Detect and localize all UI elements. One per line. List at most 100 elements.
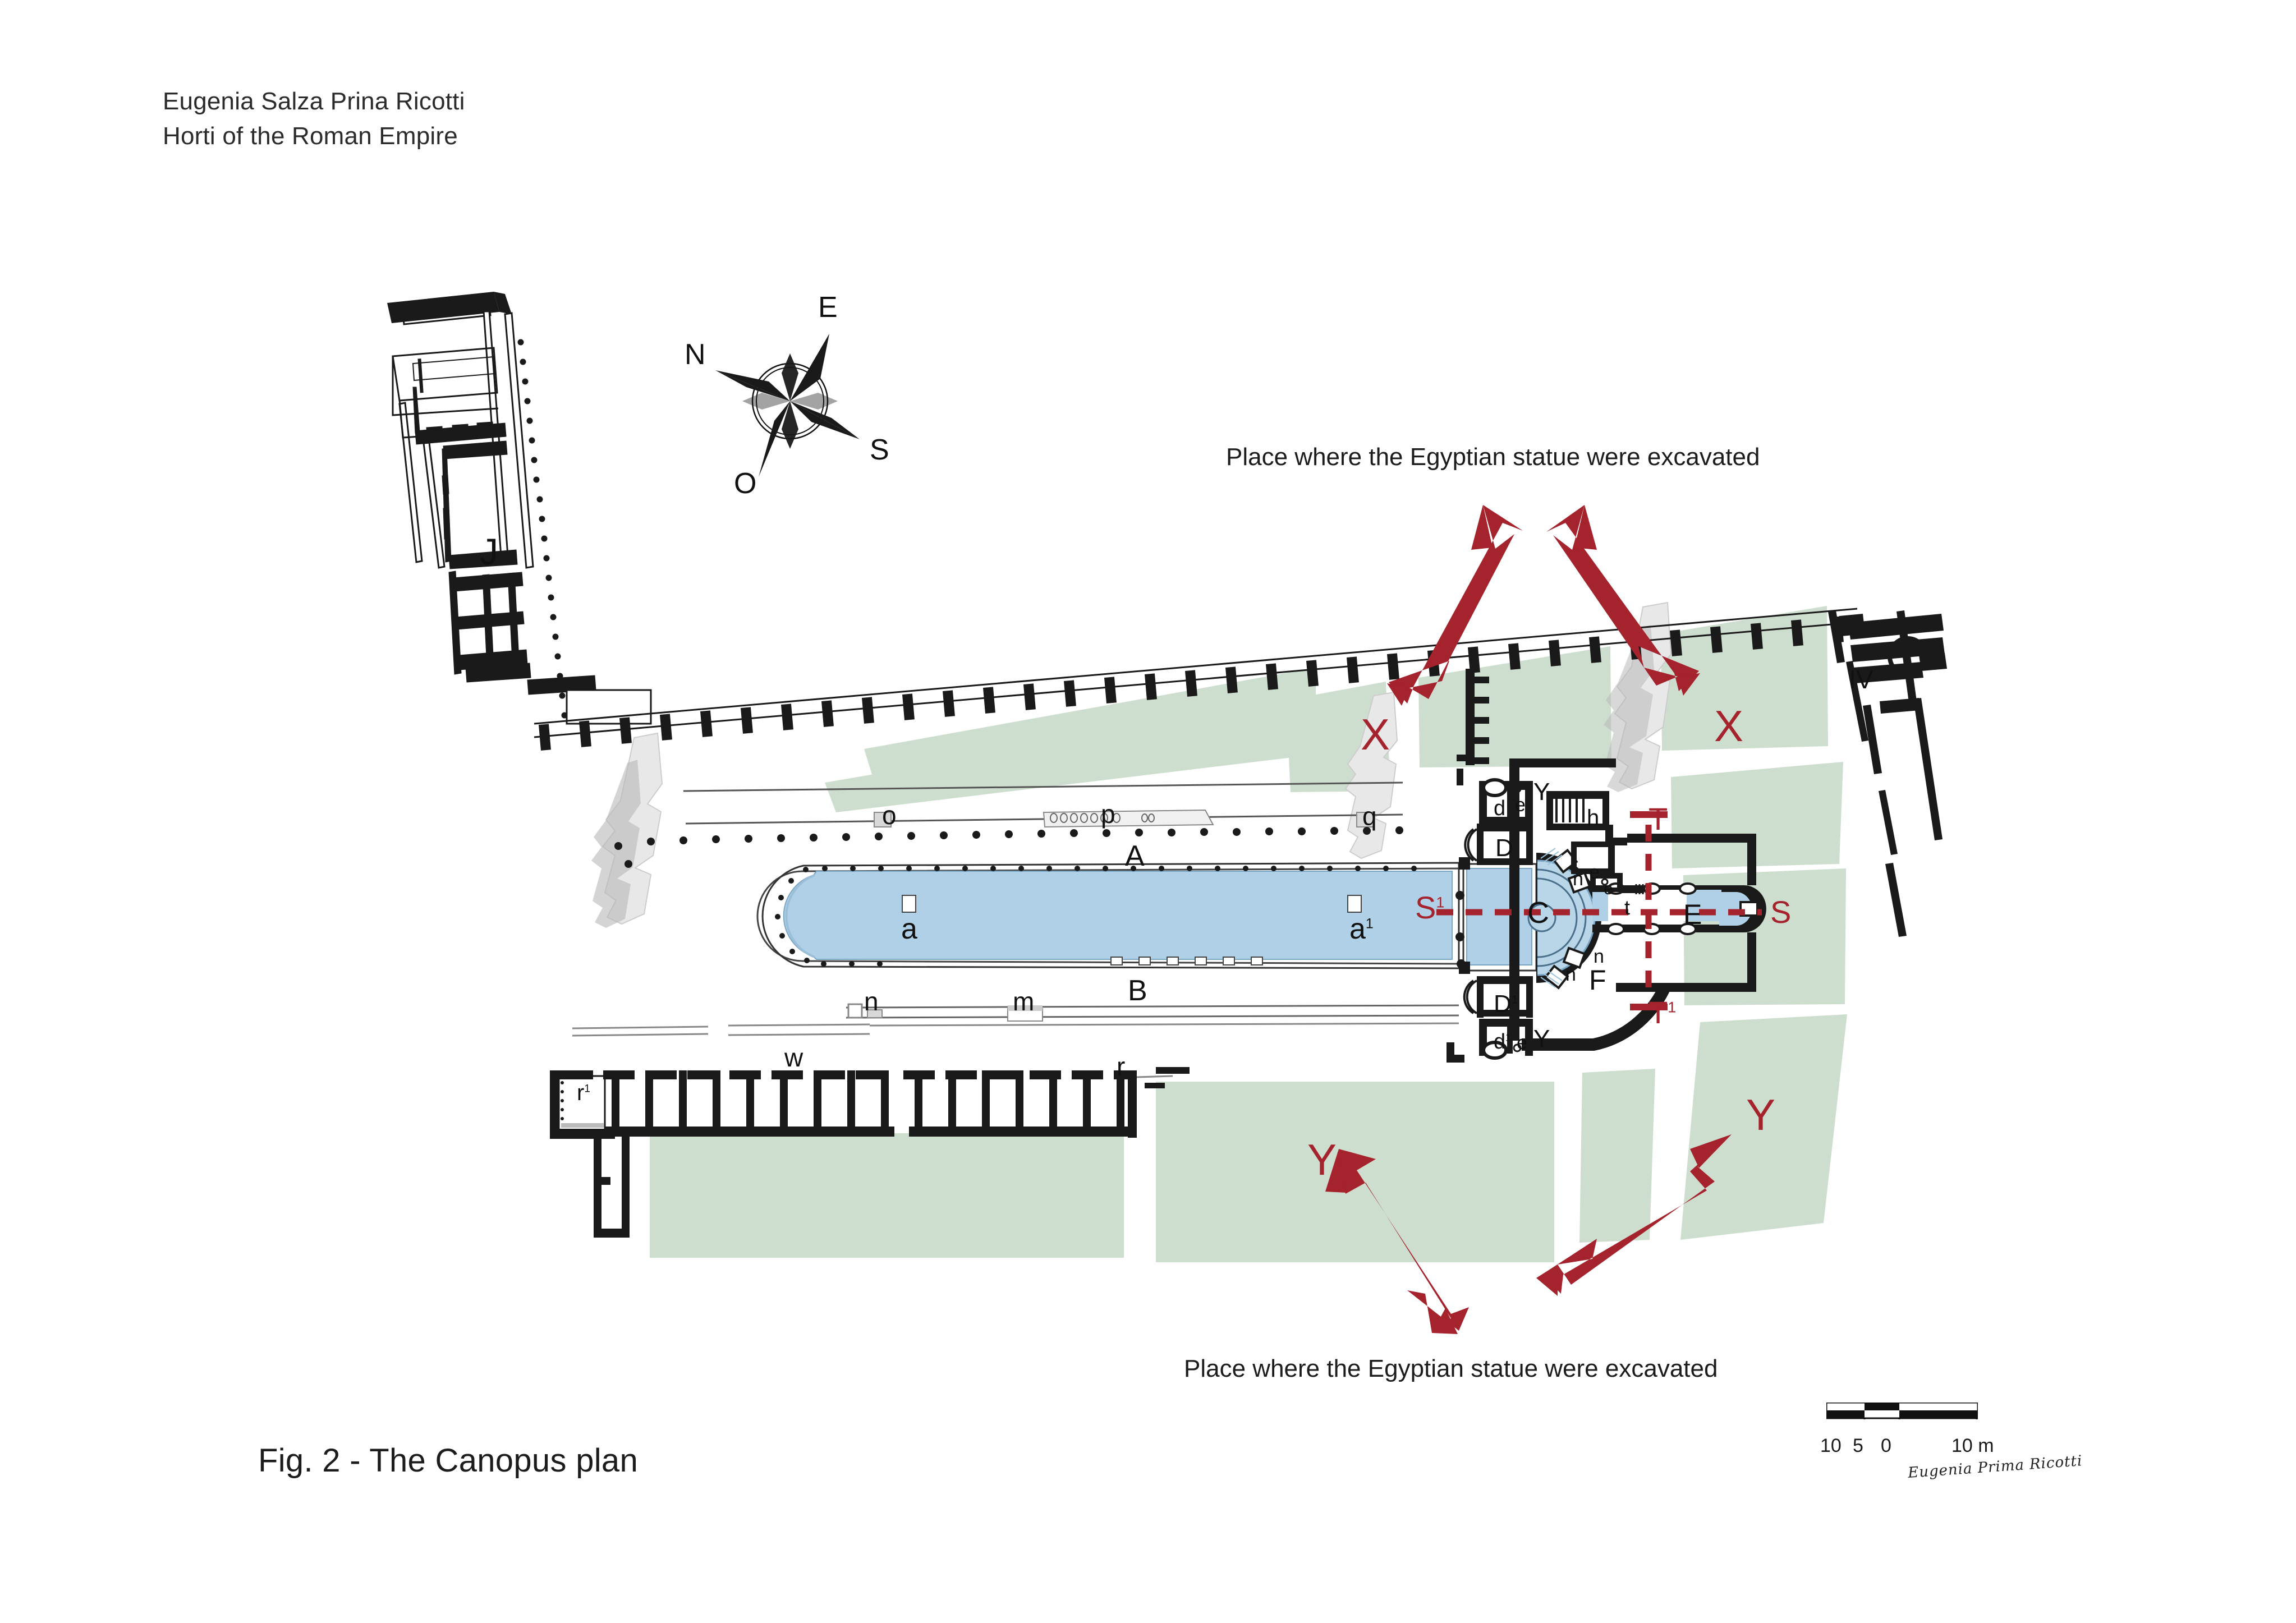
plan-label-text: q — [1362, 802, 1377, 831]
plan-label-e: E — [1683, 900, 1702, 928]
plan-label-text: C — [1527, 896, 1549, 930]
plan-label-text: e — [1517, 1032, 1527, 1054]
plan-label-s1: S1 — [1415, 892, 1444, 923]
plan-label-text: e — [1589, 862, 1600, 883]
plan-label-text: S — [1415, 890, 1436, 925]
scale-tick-5: 5 — [1853, 1435, 1863, 1456]
plan-label-x1: X — [1361, 712, 1390, 756]
plan-label-text: D — [1495, 834, 1513, 862]
plan-label-text: r — [577, 1081, 585, 1105]
plan-label-m: m — [1013, 988, 1034, 1014]
compass-label-n: N — [685, 338, 706, 371]
plan-label-p: p — [1101, 801, 1115, 827]
document-header: Eugenia Salza Prina Ricotti Horti of the… — [163, 84, 465, 154]
plan-label-n-up: n — [1573, 870, 1583, 889]
plan-label-a: A — [1125, 842, 1145, 871]
plan-label-text: n — [1565, 964, 1576, 985]
compass-label-e: E — [818, 291, 838, 324]
plan-label-text: m — [1013, 987, 1035, 1016]
plan-label-superscript: 1 — [584, 1083, 590, 1095]
rock-cliff-shapes — [591, 601, 1672, 928]
plan-label-text: a — [901, 913, 917, 945]
plan-label-n-lo2: n — [1565, 965, 1576, 984]
author-line: Eugenia Salza Prina Ricotti — [163, 88, 465, 115]
plan-label-d-top: d — [1494, 798, 1505, 819]
plan-label-j: J — [480, 533, 498, 570]
plan-label-text: d — [1494, 797, 1506, 820]
plan-label-text: Y — [1533, 1025, 1550, 1052]
plan-label-a: a — [901, 914, 917, 944]
excavation-arrows-bottom — [1325, 1134, 1732, 1334]
scale-tick-0: 0 — [1881, 1435, 1891, 1456]
plan-label-text: e — [1515, 794, 1526, 816]
compass-rose-graphic — [715, 334, 860, 477]
plan-label-superscript: 1 — [1511, 993, 1518, 1006]
compass-label-o: O — [734, 467, 757, 500]
compass-rose: N E S O — [662, 281, 920, 522]
plan-label-e-mid1: e — [1589, 863, 1600, 882]
scale-tick-10-right: 10 m — [1951, 1435, 1994, 1456]
lower-corridor — [572, 1003, 1459, 1037]
misc-lower-walls — [1145, 1067, 1190, 1088]
plan-label-t: t — [1624, 898, 1630, 918]
plan-label-r1: r1 — [577, 1082, 590, 1104]
compass-label-s: S — [870, 434, 889, 466]
plan-label-f: F — [1589, 966, 1606, 994]
plan-label-t1: T1 — [1648, 997, 1676, 1028]
plan-label-superscript: 1 — [1365, 916, 1374, 932]
colonnade-w — [550, 1070, 1173, 1238]
figure-caption: Fig. 2 - The Canopus plan — [258, 1442, 639, 1479]
plan-label-text: a — [1349, 913, 1366, 945]
plan-label-d-top: D — [1495, 836, 1513, 861]
plan-label-iv: IV — [1849, 666, 1873, 692]
plan-label-e-mid2: e — [1604, 881, 1613, 898]
plan-label-text: T — [1648, 801, 1668, 836]
plan-label-x2: X — [1714, 704, 1743, 748]
plan-label-y-top: Y — [1533, 780, 1550, 804]
canopus-pool — [756, 862, 1537, 972]
corridor-a — [614, 781, 1403, 868]
scale-tick-10-left: 10 — [1820, 1435, 1842, 1456]
plan-label-e-bot: e — [1517, 1033, 1527, 1052]
plan-label-text: IV — [1849, 665, 1873, 694]
plan-label-h: h — [1587, 807, 1599, 829]
annotation-bottom-text: Place where the Egyptian statue were exc… — [1184, 1355, 1718, 1382]
plan-label-text: w — [784, 1043, 803, 1072]
plan-label-text: A — [1125, 840, 1145, 872]
series-title-line: Horti of the Roman Empire — [163, 122, 458, 150]
plan-label-superscript: 1 — [1668, 999, 1677, 1016]
plan-label-text: D — [1494, 990, 1512, 1018]
plan-label-text: n — [1573, 868, 1583, 890]
section-tick-marks — [1630, 811, 1668, 1010]
plan-label-t: T — [1648, 803, 1668, 835]
plan-label-e-top: e — [1515, 796, 1526, 815]
plan-label-w: w — [784, 1045, 803, 1070]
plan-label-text: Y — [1533, 778, 1550, 806]
plan-label-y1: Y — [1307, 1138, 1337, 1181]
plan-label-s: S — [1770, 896, 1791, 928]
plan-label-n: n — [864, 988, 879, 1014]
plan-label-superscript: 1 — [1505, 1032, 1512, 1043]
scale-bar-graphic — [1826, 1403, 1978, 1419]
plan-label-text: o — [882, 801, 897, 830]
plan-label-text: B — [1128, 974, 1147, 1007]
annotation-top-text: Place where the Egyptian statue were exc… — [1226, 443, 1760, 471]
plan-label-o: o — [882, 802, 897, 828]
plan-label-r: r — [1117, 1054, 1125, 1079]
plan-label-text: X — [1361, 710, 1390, 759]
plan-label-superscript: 1 — [1436, 894, 1445, 911]
plan-label-text: t — [1624, 896, 1631, 919]
plan-label-y-bot: Y — [1533, 1027, 1550, 1051]
scale-bar: 10 5 0 10 m — [1818, 1403, 2009, 1470]
structure-iv — [1828, 610, 1947, 937]
serapeum-complex — [1447, 755, 1766, 1063]
plan-label-b: B — [1128, 976, 1147, 1005]
plan-label-text: T — [1648, 995, 1668, 1030]
plan-label-text: r — [1117, 1052, 1126, 1081]
plan-label-text: J — [480, 531, 498, 572]
section-lines — [1436, 825, 1762, 993]
plan-label-text: n — [864, 987, 879, 1016]
plan-label-d1: D1 — [1494, 992, 1518, 1017]
